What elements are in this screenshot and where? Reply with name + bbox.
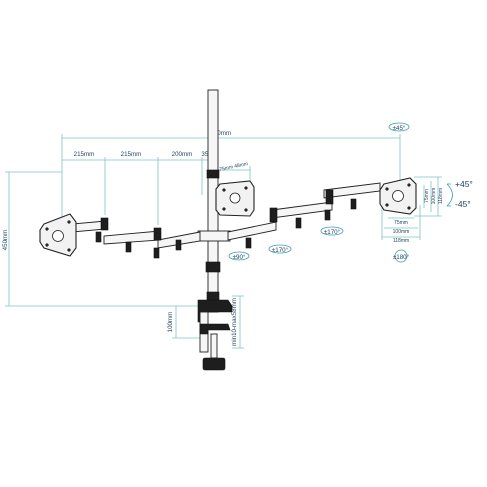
clamp-screw xyxy=(210,333,218,359)
label-vesa-v75: 75mm xyxy=(424,189,430,203)
label-segment-3: 200mm xyxy=(172,151,193,158)
label-swivel-top: ±45° xyxy=(393,125,406,132)
desk-clamp xyxy=(197,299,233,371)
pole-rotate-marker: ±90° xyxy=(228,251,250,261)
left-vesa-screw-3 xyxy=(45,243,49,247)
label-vesa-v100: 100mm xyxy=(431,188,437,205)
right-vesa-screw-1 xyxy=(385,187,389,191)
label-clamp-height: 100mm xyxy=(167,312,174,333)
pole-collar-low xyxy=(206,291,220,301)
right-knob-1 xyxy=(245,237,252,249)
label-vesa-100: 100mm xyxy=(393,229,410,235)
clamp-top-plate xyxy=(197,299,233,323)
label-pole-rotate: ±90° xyxy=(233,254,246,261)
swivel-top-marker: ±45° xyxy=(388,122,410,132)
label-desk-thickness: min10-max58mm xyxy=(231,298,238,346)
left-knob-1 xyxy=(175,239,182,251)
center-vesa-hub xyxy=(229,192,241,204)
label-height: 450mm xyxy=(2,230,9,251)
left-knob-4 xyxy=(153,247,160,259)
pole-collar-mid xyxy=(205,261,221,273)
label-tilt-up: +45° xyxy=(455,179,473,189)
arm-rotate-marker-1: ±170° xyxy=(268,244,292,254)
rotation-markers: ±45° +45° -45° ±170° ±170° ±90° ±180° xyxy=(228,122,473,263)
center-vesa-screw-2 xyxy=(244,186,248,190)
right-vesa-screw-4 xyxy=(407,206,411,210)
pole-rotate-icon xyxy=(228,251,250,261)
label-total-width: 1330mm xyxy=(207,130,231,137)
left-vesa-screw-2 xyxy=(67,220,71,224)
pole-collar-top xyxy=(206,169,220,179)
right-vesa-screw-3 xyxy=(385,203,389,207)
right-joint-1 xyxy=(269,207,278,223)
right-knob-4 xyxy=(324,209,331,221)
dimension-lines xyxy=(5,134,442,349)
arm-rotate-icon-1 xyxy=(268,244,292,254)
left-knob-2 xyxy=(125,241,132,253)
left-vesa-screw-1 xyxy=(45,227,49,231)
right-arm-segment-1 xyxy=(227,221,277,241)
center-vesa-screw-1 xyxy=(222,188,226,192)
label-segment-2: 215mm xyxy=(121,151,142,158)
left-vesa-screw-4 xyxy=(67,248,71,252)
left-monitor-bracket xyxy=(39,213,77,257)
screen-rotate-marker: ±180° xyxy=(393,249,410,263)
label-screen-rotate: ±180° xyxy=(393,254,410,261)
center-vesa-screw-3 xyxy=(222,207,226,211)
left-joint-2 xyxy=(100,217,109,231)
label-arm-rotate-1: ±170° xyxy=(272,247,289,254)
mount-drawing xyxy=(39,89,417,371)
screen-rotate-icon xyxy=(394,249,408,263)
right-knob-3 xyxy=(350,198,357,210)
tilt-marker: +45° -45° xyxy=(446,179,473,209)
left-arm-segment-2 xyxy=(103,230,161,245)
tilt-arc-icon xyxy=(446,183,453,207)
label-segment-1: 215mm xyxy=(74,151,95,158)
center-monitor-bracket xyxy=(215,180,255,217)
swivel-top-icon xyxy=(388,122,410,132)
label-vesa-plate: 75mm 48mm xyxy=(219,161,249,173)
right-knob-2 xyxy=(295,217,302,229)
right-joint-2 xyxy=(325,189,334,205)
crossbar-hub xyxy=(197,230,231,242)
left-joint-1 xyxy=(153,227,162,241)
label-vesa-75: 75mm xyxy=(394,220,408,226)
right-arm xyxy=(227,182,381,249)
label-vesa-v118: 118mm xyxy=(438,188,444,204)
right-monitor-bracket xyxy=(379,177,417,215)
arm-rotate-marker-2: ±170° xyxy=(320,226,344,236)
right-vesa-hub xyxy=(392,190,404,202)
clamp-knob xyxy=(202,357,226,371)
left-knob-3 xyxy=(95,231,102,243)
center-vesa-screw-4 xyxy=(244,208,248,212)
label-arm-rotate-2: ±170° xyxy=(324,229,341,236)
label-tilt-down: -45° xyxy=(455,199,471,209)
right-vesa-screw-2 xyxy=(407,183,411,187)
right-arm-segment-2 xyxy=(271,201,333,219)
arm-rotate-icon-2 xyxy=(320,226,344,236)
left-arm xyxy=(71,217,201,259)
tilt-arrow-icon xyxy=(447,183,451,207)
left-vesa-hub xyxy=(52,230,64,242)
label-vesa-118: 118mm xyxy=(393,238,409,244)
clamp-jaw xyxy=(199,323,231,335)
